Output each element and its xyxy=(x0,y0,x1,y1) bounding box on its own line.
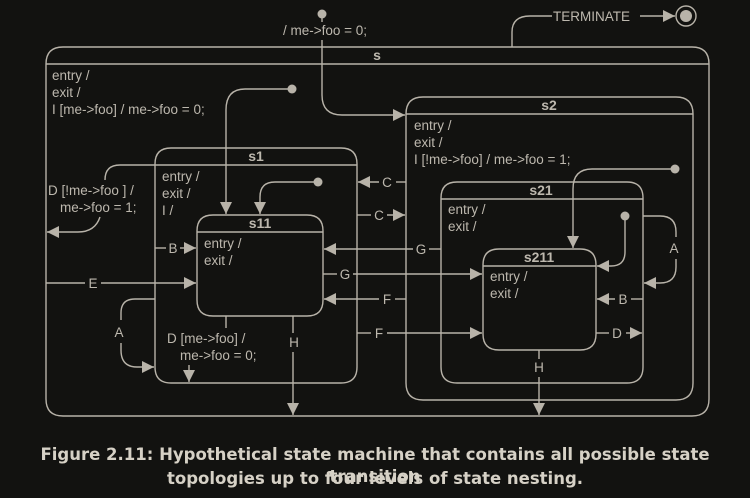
b-label: B xyxy=(168,241,177,256)
transition-d-s1-to-s: D [!me->foo ] / me->foo = 1; xyxy=(47,164,155,238)
transition-c-s1-to-s2: C xyxy=(357,208,405,223)
state-s11-exit: exit / xyxy=(204,253,233,268)
state-s: s entry / exit / I [me->foo] / me->foo =… xyxy=(45,46,710,417)
transition-g-s21-to-s11: G xyxy=(324,242,441,257)
b-s21-label: B xyxy=(618,292,627,307)
transition-s2-initial-to-s211 xyxy=(567,164,680,248)
f-s1-s211-label: F xyxy=(375,326,383,341)
e-label: E xyxy=(88,276,97,291)
transition-g-s11-to-s211: G xyxy=(323,267,482,282)
transition-b-s1-to-s11: B xyxy=(155,241,196,256)
state-s211-exit: exit / xyxy=(490,286,519,301)
state-s11: s11 entry / exit / xyxy=(196,214,324,317)
state-s-entry: entry / xyxy=(52,68,90,83)
state-s211-title: s211 xyxy=(524,249,555,265)
state-s1: s1 entry / exit / I / xyxy=(154,147,358,384)
state-s1-initial: I / xyxy=(162,203,174,218)
initial-pseudostate-icon xyxy=(287,84,297,94)
initial-pseudostate-icon xyxy=(670,164,680,174)
g-s21-s11-label: G xyxy=(416,242,427,257)
final-state-icon xyxy=(675,5,697,27)
transition-h-s11-to-s: H xyxy=(287,316,299,415)
state-s1-title: s1 xyxy=(248,148,264,164)
state-s21-exit: exit / xyxy=(448,219,477,234)
d-s1-guard-line2: me->foo = 1; xyxy=(60,200,137,215)
state-s11-border xyxy=(196,214,324,317)
transition-e-s-to-s11: E xyxy=(46,276,196,291)
transition-s21-initial-to-s211 xyxy=(597,211,630,272)
state-s21-border xyxy=(440,181,644,384)
transition-a-s21-self: A xyxy=(643,215,679,289)
figure-caption-line2: topologies up to four levels of state ne… xyxy=(166,469,584,488)
transition-a-s1-self: A xyxy=(114,298,155,373)
a-s1-label: A xyxy=(114,325,123,340)
state-s2-entry: entry / xyxy=(414,118,452,133)
a-s21-label: A xyxy=(669,241,678,256)
transition-h-s211-to-s: H xyxy=(533,350,545,415)
c-s2-s1-label: C xyxy=(382,175,392,190)
state-s-title: s xyxy=(373,47,381,63)
terminate-label: TERMINATE xyxy=(553,9,630,24)
state-s2-exit: exit / xyxy=(414,135,443,150)
d-s11-guard-line2: me->foo = 0; xyxy=(180,348,257,363)
state-s211-entry: entry / xyxy=(490,269,528,284)
c-s1-s2-label: C xyxy=(374,208,384,223)
transition-terminate: TERMINATE xyxy=(511,5,697,47)
h-s211-label: H xyxy=(534,360,544,375)
transition-c-s2-to-s1: C xyxy=(358,175,406,190)
final-state-dot-icon xyxy=(680,10,692,22)
state-s21: s21 entry / exit / xyxy=(440,181,644,384)
state-s1-entry: entry / xyxy=(162,169,200,184)
state-s21-entry: entry / xyxy=(448,202,486,217)
d-s211-label: D xyxy=(612,326,622,341)
state-s11-title: s11 xyxy=(249,215,272,231)
initial-pseudostate-icon xyxy=(317,9,327,19)
figure-caption-line1: Figure 2.11: Hypothetical state machine … xyxy=(40,445,710,486)
transition-f-s2-to-s11: F xyxy=(324,292,406,307)
d-s11-guard-line1: D [me->foo] / xyxy=(167,331,246,346)
state-s1-border xyxy=(154,147,358,384)
initial-pseudostate-icon xyxy=(620,211,630,221)
h-s11-label: H xyxy=(289,335,299,350)
state-s11-entry: entry / xyxy=(204,236,242,251)
state-s1-exit: exit / xyxy=(162,186,191,201)
d-s1-guard-line1: D [!me->foo ] / xyxy=(48,183,134,198)
state-s2: s2 entry / exit / I [!me->foo] / me->foo… xyxy=(405,96,694,401)
transition-s-initial-to-s11 xyxy=(220,84,297,214)
state-s-initial: I [me->foo] / me->foo = 0; xyxy=(52,102,205,117)
state-s2-border xyxy=(405,96,694,401)
state-s211-border xyxy=(482,248,597,351)
transition-b-s21-to-s211: B xyxy=(597,292,643,307)
state-s211: s211 entry / exit / xyxy=(482,248,597,351)
state-s2-title: s2 xyxy=(541,97,557,113)
transition-d-s211-to-s21: D xyxy=(596,326,642,341)
state-s-exit: exit / xyxy=(52,85,81,100)
state-s2-initial: I [!me->foo] / me->foo = 1; xyxy=(414,152,570,167)
initial-pseudostate-icon xyxy=(313,177,323,187)
transition-s1-initial-to-s11 xyxy=(254,177,323,214)
top-initial-label: / me->foo = 0; xyxy=(283,23,367,38)
state-s-border xyxy=(45,46,710,417)
transition-d-s11-to-s1: D [me->foo] / me->foo = 0; xyxy=(167,316,257,382)
transition-f-s1-to-s211: F xyxy=(357,326,482,341)
state-s21-title: s21 xyxy=(529,182,553,198)
state-machine-diagram: s entry / exit / I [me->foo] / me->foo =… xyxy=(45,5,710,417)
f-s2-s11-label: F xyxy=(383,292,391,307)
transition-top-initial: / me->foo = 0; xyxy=(283,9,405,121)
g-s11-s211-label: G xyxy=(340,267,351,282)
